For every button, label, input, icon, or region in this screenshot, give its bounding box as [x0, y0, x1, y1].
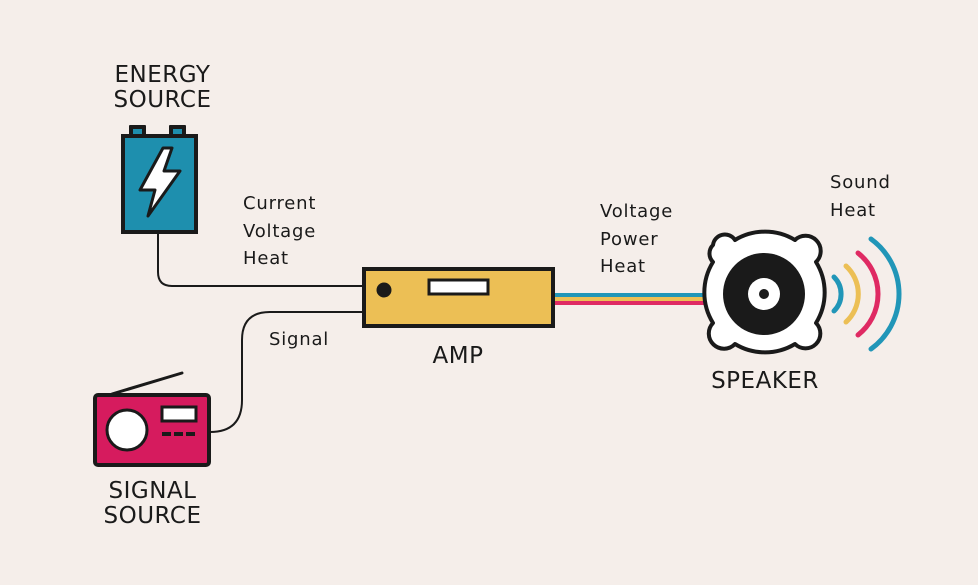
radio-speaker-grille	[105, 408, 149, 452]
energy-source-title: ENERGY SOURCE	[95, 63, 230, 113]
power-wire-label-current: Current	[243, 193, 317, 214]
radio-icon	[93, 371, 211, 467]
amp-title: AMP	[408, 344, 508, 369]
signal-source-title-line2: SOURCE	[103, 503, 202, 529]
sound-wave-outer	[868, 236, 902, 352]
output-wire-label-heat: Heat	[600, 256, 646, 277]
signal-source-title-line1: SIGNAL	[108, 478, 197, 504]
output-wire-label-power: Power	[600, 228, 659, 250]
signal-source-title: SIGNAL SOURCE	[85, 479, 220, 529]
sound-wave-icon	[831, 236, 902, 352]
energy-source-title-line1: ENERGY	[114, 62, 211, 88]
radio-button-2	[174, 432, 183, 436]
radio-antenna	[110, 371, 184, 396]
energy-source-title-line2: SOURCE	[113, 87, 212, 113]
speaker-center	[759, 289, 769, 299]
amp-display	[427, 278, 490, 296]
battery-terminal-right-inner	[173, 129, 182, 135]
power-wire-label: Current Voltage Heat	[243, 190, 316, 273]
amplifier-icon	[362, 267, 555, 328]
power-wire	[157, 232, 362, 287]
radio-button-3	[186, 432, 195, 436]
speaker-title: SPEAKER	[695, 369, 835, 394]
output-wire-label-voltage: Voltage	[600, 201, 674, 222]
amp-knob	[376, 282, 392, 298]
speaker-output-label-sound: Sound	[830, 172, 891, 193]
speaker-icon	[702, 229, 827, 355]
output-wire-label: Voltage Power Heat	[600, 198, 673, 281]
amp-body	[362, 267, 555, 328]
amp-title-text: AMP	[432, 343, 484, 369]
radio-display	[160, 405, 198, 423]
battery-icon	[121, 125, 198, 234]
output-cable	[553, 293, 712, 305]
sound-wave-large	[855, 250, 881, 338]
power-wire-label-voltage: Voltage	[243, 220, 317, 242]
sound-wave-medium	[843, 263, 861, 325]
speaker-title-text: SPEAKER	[711, 368, 819, 394]
power-wire-label-heat: Heat	[243, 248, 289, 269]
sound-wave-small	[831, 274, 844, 314]
signal-wire-label: Signal	[269, 326, 329, 354]
battery-terminal-left-inner	[133, 129, 142, 135]
lightning-bolt-icon	[138, 146, 182, 218]
radio-button-1	[162, 432, 171, 436]
speaker-output-label: Sound Heat	[830, 169, 891, 224]
speaker-output-label-heat: Heat	[830, 199, 876, 221]
signal-wire	[209, 311, 362, 433]
signal-wire-label-signal: Signal	[269, 329, 330, 350]
